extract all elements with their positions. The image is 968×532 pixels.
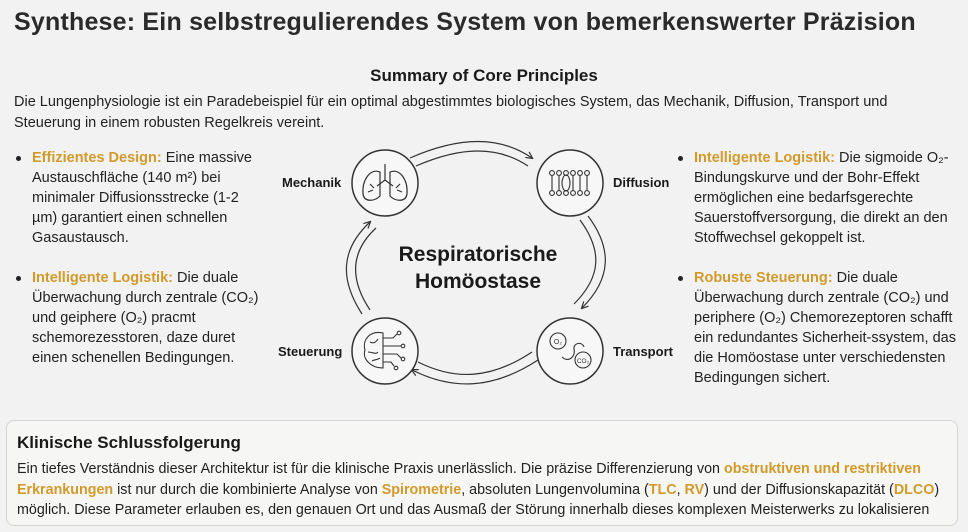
highlight-rv: RV	[684, 481, 705, 498]
point-heading: Intelligente Logistik:	[694, 150, 835, 166]
membrane-icon	[549, 170, 590, 196]
right-points: Intelligente Logistik: Die sigmoide O₂-B…	[676, 148, 958, 408]
point-heading: Effizientes Design:	[32, 150, 162, 166]
lungs-icon	[362, 164, 408, 201]
arrow-transport-to-steuerung	[412, 359, 539, 385]
cycle-arrows	[345, 140, 606, 385]
gas-molecules-icon	[549, 332, 592, 369]
conclusion-text-part: ) möglich. Diese Parameter erlauben es, …	[17, 481, 940, 519]
node-label-mechanik: Mechanik	[282, 175, 342, 190]
section-subtitle: Summary of Core Principles	[370, 66, 598, 85]
point-heading: Intelligente Logistik:	[32, 270, 173, 286]
o2-label: O₂	[554, 339, 562, 346]
conclusion-text-part: ist nur durch die kombinierte Analyse vo…	[113, 481, 382, 498]
point-text: Eine massive Austauschfläche (140 m²) be…	[32, 150, 252, 246]
point-robust-control: Robuste Steuerung: Die duale Überwachung…	[676, 268, 958, 388]
arrow-steuerung-to-mechanik	[345, 222, 370, 315]
highlight-tlc: TLC	[648, 481, 677, 498]
page-title: Synthese: Ein selbstregulierendes System…	[14, 8, 916, 36]
conclusion-text-part: ,	[676, 481, 685, 498]
node-label-transport: Transport	[613, 344, 674, 359]
node-label-steuerung: Steuerung	[278, 344, 342, 359]
arrow-mechanik-to-diffusion	[409, 140, 532, 159]
intro-paragraph: Die Lungenphysiologie ist ein Paradebeis…	[14, 94, 888, 131]
center-title-line1: Respiratorische	[399, 243, 558, 266]
node-mechanik: Mechanik	[282, 149, 419, 217]
co2-label: CO₂	[577, 358, 590, 365]
conclusion-text-part: ) und der Diffusionskapazität (	[704, 481, 894, 498]
arrow-diffusion-to-transport	[582, 215, 606, 308]
left-points: Effizientes Design: Eine massive Austaus…	[14, 148, 264, 388]
conclusion-text: Ein tiefes Verständnis dieser Architektu…	[17, 459, 947, 521]
highlight-disease-types: obstruktiven und restriktiven Erkrankung…	[17, 461, 921, 498]
highlight-spirometrie: Spirometrie	[381, 481, 462, 498]
conclusion-title: Klinische Schlussfolgerung	[17, 433, 241, 452]
point-text: Die duale Überwachung durch zentrale (CO…	[32, 270, 259, 366]
conclusion-text-part: , absoluten Lungenvolumina (	[461, 481, 649, 498]
node-transport: O₂ CO₂ Transport	[536, 317, 674, 385]
homeostasis-cycle-diagram: Respiratorische Homöostase Mechanik Diff…	[278, 140, 674, 385]
clinical-conclusion-panel: Klinische Schlussfolgerung Ein tiefes Ve…	[6, 420, 958, 526]
point-efficient-design: Effizientes Design: Eine massive Austaus…	[14, 148, 264, 248]
center-title-line2: Homöostase	[415, 270, 541, 293]
point-heading: Robuste Steuerung:	[694, 270, 833, 286]
node-steuerung: Steuerung	[278, 317, 419, 385]
node-label-diffusion: Diffusion	[613, 175, 669, 190]
point-text: Die sigmoide O₂-Bindungskurve und der Bo…	[694, 150, 949, 246]
conclusion-text-part: Ein tiefes Verständnis dieser Architektu…	[17, 461, 724, 477]
point-logistics-left: Intelligente Logistik: Die duale Überwac…	[14, 268, 264, 368]
node-diffusion: Diffusion	[536, 149, 669, 217]
point-text: Die duale Überwachung durch zentrale (CO…	[694, 270, 956, 386]
point-logistics-right: Intelligente Logistik: Die sigmoide O₂-B…	[676, 148, 958, 248]
brain-circuit-icon	[363, 330, 406, 371]
highlight-dlco: DLCO	[893, 481, 935, 498]
